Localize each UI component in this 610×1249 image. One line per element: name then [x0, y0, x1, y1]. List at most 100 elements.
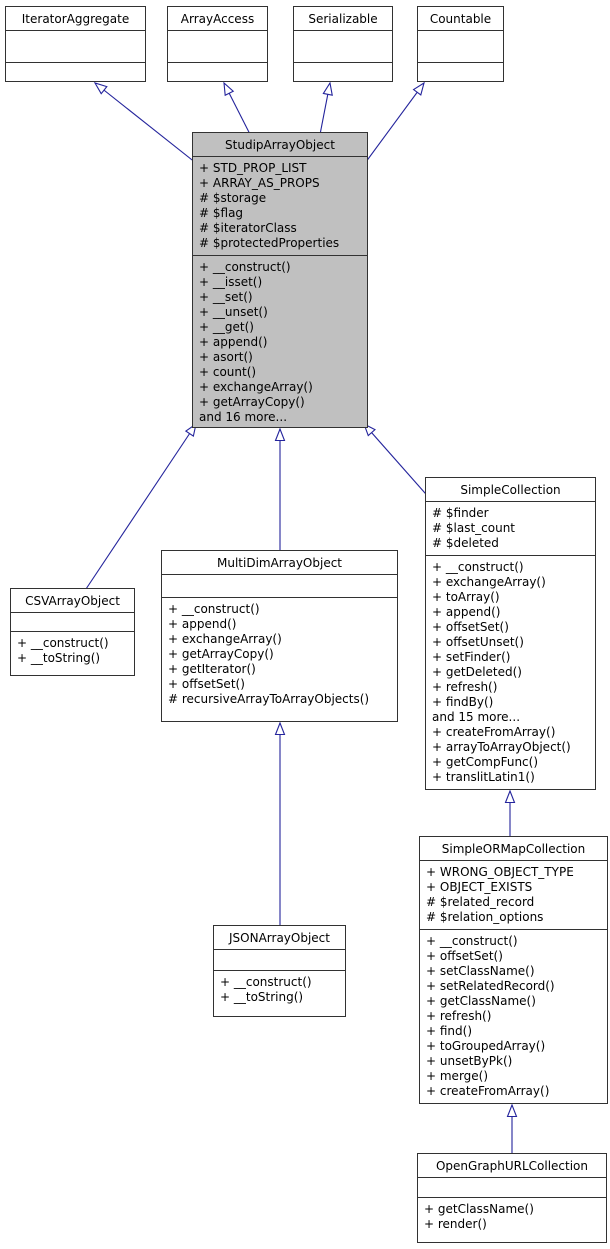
methods-compartment [6, 63, 145, 82]
method: + __construct() [432, 560, 524, 574]
method: + __construct() [168, 602, 260, 616]
attributes-compartment [418, 1178, 606, 1198]
method: + render() [424, 1216, 487, 1231]
method: + __toString() [17, 650, 101, 665]
attribute: # $iteratorClass [199, 221, 297, 235]
method: + __construct() [426, 934, 518, 948]
method: + setFinder() [432, 650, 511, 664]
method: + __isset() [199, 275, 263, 289]
method: + getCompFunc() [432, 755, 539, 769]
class-box-ArrayAccess[interactable]: ArrayAccess [167, 6, 268, 82]
methods-compartment: + __construct()+ exchangeArray()+ toArra… [426, 556, 595, 789]
attributes-compartment [6, 31, 145, 63]
method: + getClassName() [426, 994, 536, 1008]
attributes-compartment [294, 31, 392, 63]
attributes-compartment: # $finder# $last_count# $deleted [426, 502, 595, 556]
class-name[interactable]: IteratorAggregate [6, 7, 145, 31]
attributes-compartment [162, 575, 397, 598]
method: + findBy() [432, 695, 494, 709]
inheritance-edge-StudipArrayObject-to-Countable [359, 81, 425, 171]
method: + getDeleted() [432, 665, 522, 679]
attribute: # $finder [432, 506, 489, 520]
method: + translitLatin1() [432, 770, 535, 784]
methods-compartment [294, 63, 392, 82]
attributes-compartment: + STD_PROP_LIST+ ARRAY_AS_PROPS# $storag… [193, 157, 367, 256]
attributes-compartment [11, 613, 134, 632]
attributes-compartment [418, 31, 503, 63]
method: + append() [168, 617, 237, 631]
method: + refresh() [426, 1009, 492, 1023]
method: + exchangeArray() [168, 632, 282, 646]
method: + getArrayCopy() [168, 647, 274, 661]
method: + getClassName() [424, 1201, 534, 1216]
methods-compartment [418, 63, 503, 82]
method: + offsetSet() [426, 949, 503, 963]
method: + __unset() [199, 305, 268, 319]
class-box-StudipArrayObject[interactable]: StudipArrayObject+ STD_PROP_LIST+ ARRAY_… [192, 132, 368, 428]
methods-compartment: + __construct()+ append()+ exchangeArray… [162, 598, 397, 721]
method: + exchangeArray() [199, 380, 313, 394]
class-box-SimpleCollection[interactable]: SimpleCollection# $finder# $last_count# … [425, 477, 596, 790]
method: and 16 more... [199, 410, 288, 424]
class-box-Countable[interactable]: Countable [417, 6, 504, 82]
class-name[interactable]: JSONArrayObject [214, 926, 345, 950]
attribute: + OBJECT_EXISTS [426, 880, 533, 894]
method: + exchangeArray() [432, 575, 546, 589]
class-name[interactable]: MultiDimArrayObject [162, 551, 397, 575]
method: + __get() [199, 320, 254, 334]
method: + asort() [199, 350, 253, 364]
method: + offsetUnset() [432, 635, 524, 649]
class-box-CSVArrayObject[interactable]: CSVArrayObject + __construct()+ __toStrin… [10, 588, 135, 676]
methods-compartment [168, 63, 267, 82]
method: + __toString() [220, 989, 304, 1004]
method: + toGroupedArray() [426, 1039, 546, 1053]
attributes-compartment [168, 31, 267, 63]
class-name[interactable]: OpenGraphURLCollection [418, 1154, 606, 1178]
attribute: + ARRAY_AS_PROPS [199, 176, 320, 190]
method: + count() [199, 365, 257, 379]
methods-compartment: + __construct()+ offsetSet()+ setClassNa… [420, 930, 607, 1103]
class-box-JSONArrayObject[interactable]: JSONArrayObject + __construct()+ __toStri… [213, 925, 346, 1017]
method: + offsetSet() [432, 620, 509, 634]
class-box-OpenGraphURLCollection[interactable]: OpenGraphURLCollection + getClassName()+ … [417, 1153, 607, 1243]
class-name[interactable]: Countable [418, 7, 503, 31]
class-box-SimpleORMapCollection[interactable]: SimpleORMapCollection+ WRONG_OBJECT_TYPE… [419, 836, 608, 1104]
attribute: # $flag [199, 206, 244, 220]
attribute: # $protectedProperties [199, 236, 340, 250]
method: + setClassName() [426, 964, 535, 978]
class-box-MultiDimArrayObject[interactable]: MultiDimArrayObject + __construct()+ appe… [161, 550, 398, 722]
method: + createFromArray() [426, 1084, 550, 1098]
method: + find() [426, 1024, 473, 1038]
class-name[interactable]: CSVArrayObject [11, 589, 134, 613]
method: and 15 more... [432, 710, 521, 724]
method: + merge() [426, 1069, 489, 1083]
method: + unsetByPk() [426, 1054, 513, 1068]
class-name[interactable]: SimpleORMapCollection [420, 837, 607, 861]
methods-compartment: + __construct()+ __isset()+ __set()+ __u… [193, 256, 367, 427]
class-name[interactable]: Serializable [294, 7, 392, 31]
attribute: + STD_PROP_LIST [199, 161, 307, 175]
method: + __construct() [220, 974, 312, 989]
class-name[interactable]: ArrayAccess [168, 7, 267, 31]
methods-compartment: + __construct()+ __toString() [11, 632, 134, 676]
class-name[interactable]: SimpleCollection [426, 478, 595, 502]
class-box-Serializable[interactable]: Serializable [293, 6, 393, 82]
method: + __construct() [17, 635, 109, 650]
attribute: + WRONG_OBJECT_TYPE [426, 865, 574, 879]
method: + refresh() [432, 680, 498, 694]
method: # recursiveArrayToArrayObjects() [168, 692, 370, 706]
method: + getArrayCopy() [199, 395, 305, 409]
method: + offsetSet() [168, 677, 245, 691]
attribute: # $related_record [426, 895, 535, 909]
attributes-compartment: + WRONG_OBJECT_TYPE+ OBJECT_EXISTS# $rel… [420, 861, 607, 930]
methods-compartment: + __construct()+ __toString() [214, 971, 345, 1017]
method: + __set() [199, 290, 253, 304]
class-box-IteratorAggregate[interactable]: IteratorAggregate [5, 6, 146, 82]
attributes-compartment [214, 950, 345, 971]
attribute: # $last_count [432, 521, 516, 535]
attribute: # $storage [199, 191, 267, 205]
method: + arrayToArrayObject() [432, 740, 571, 754]
method: + setRelatedRecord() [426, 979, 555, 993]
class-name[interactable]: StudipArrayObject [193, 133, 367, 157]
